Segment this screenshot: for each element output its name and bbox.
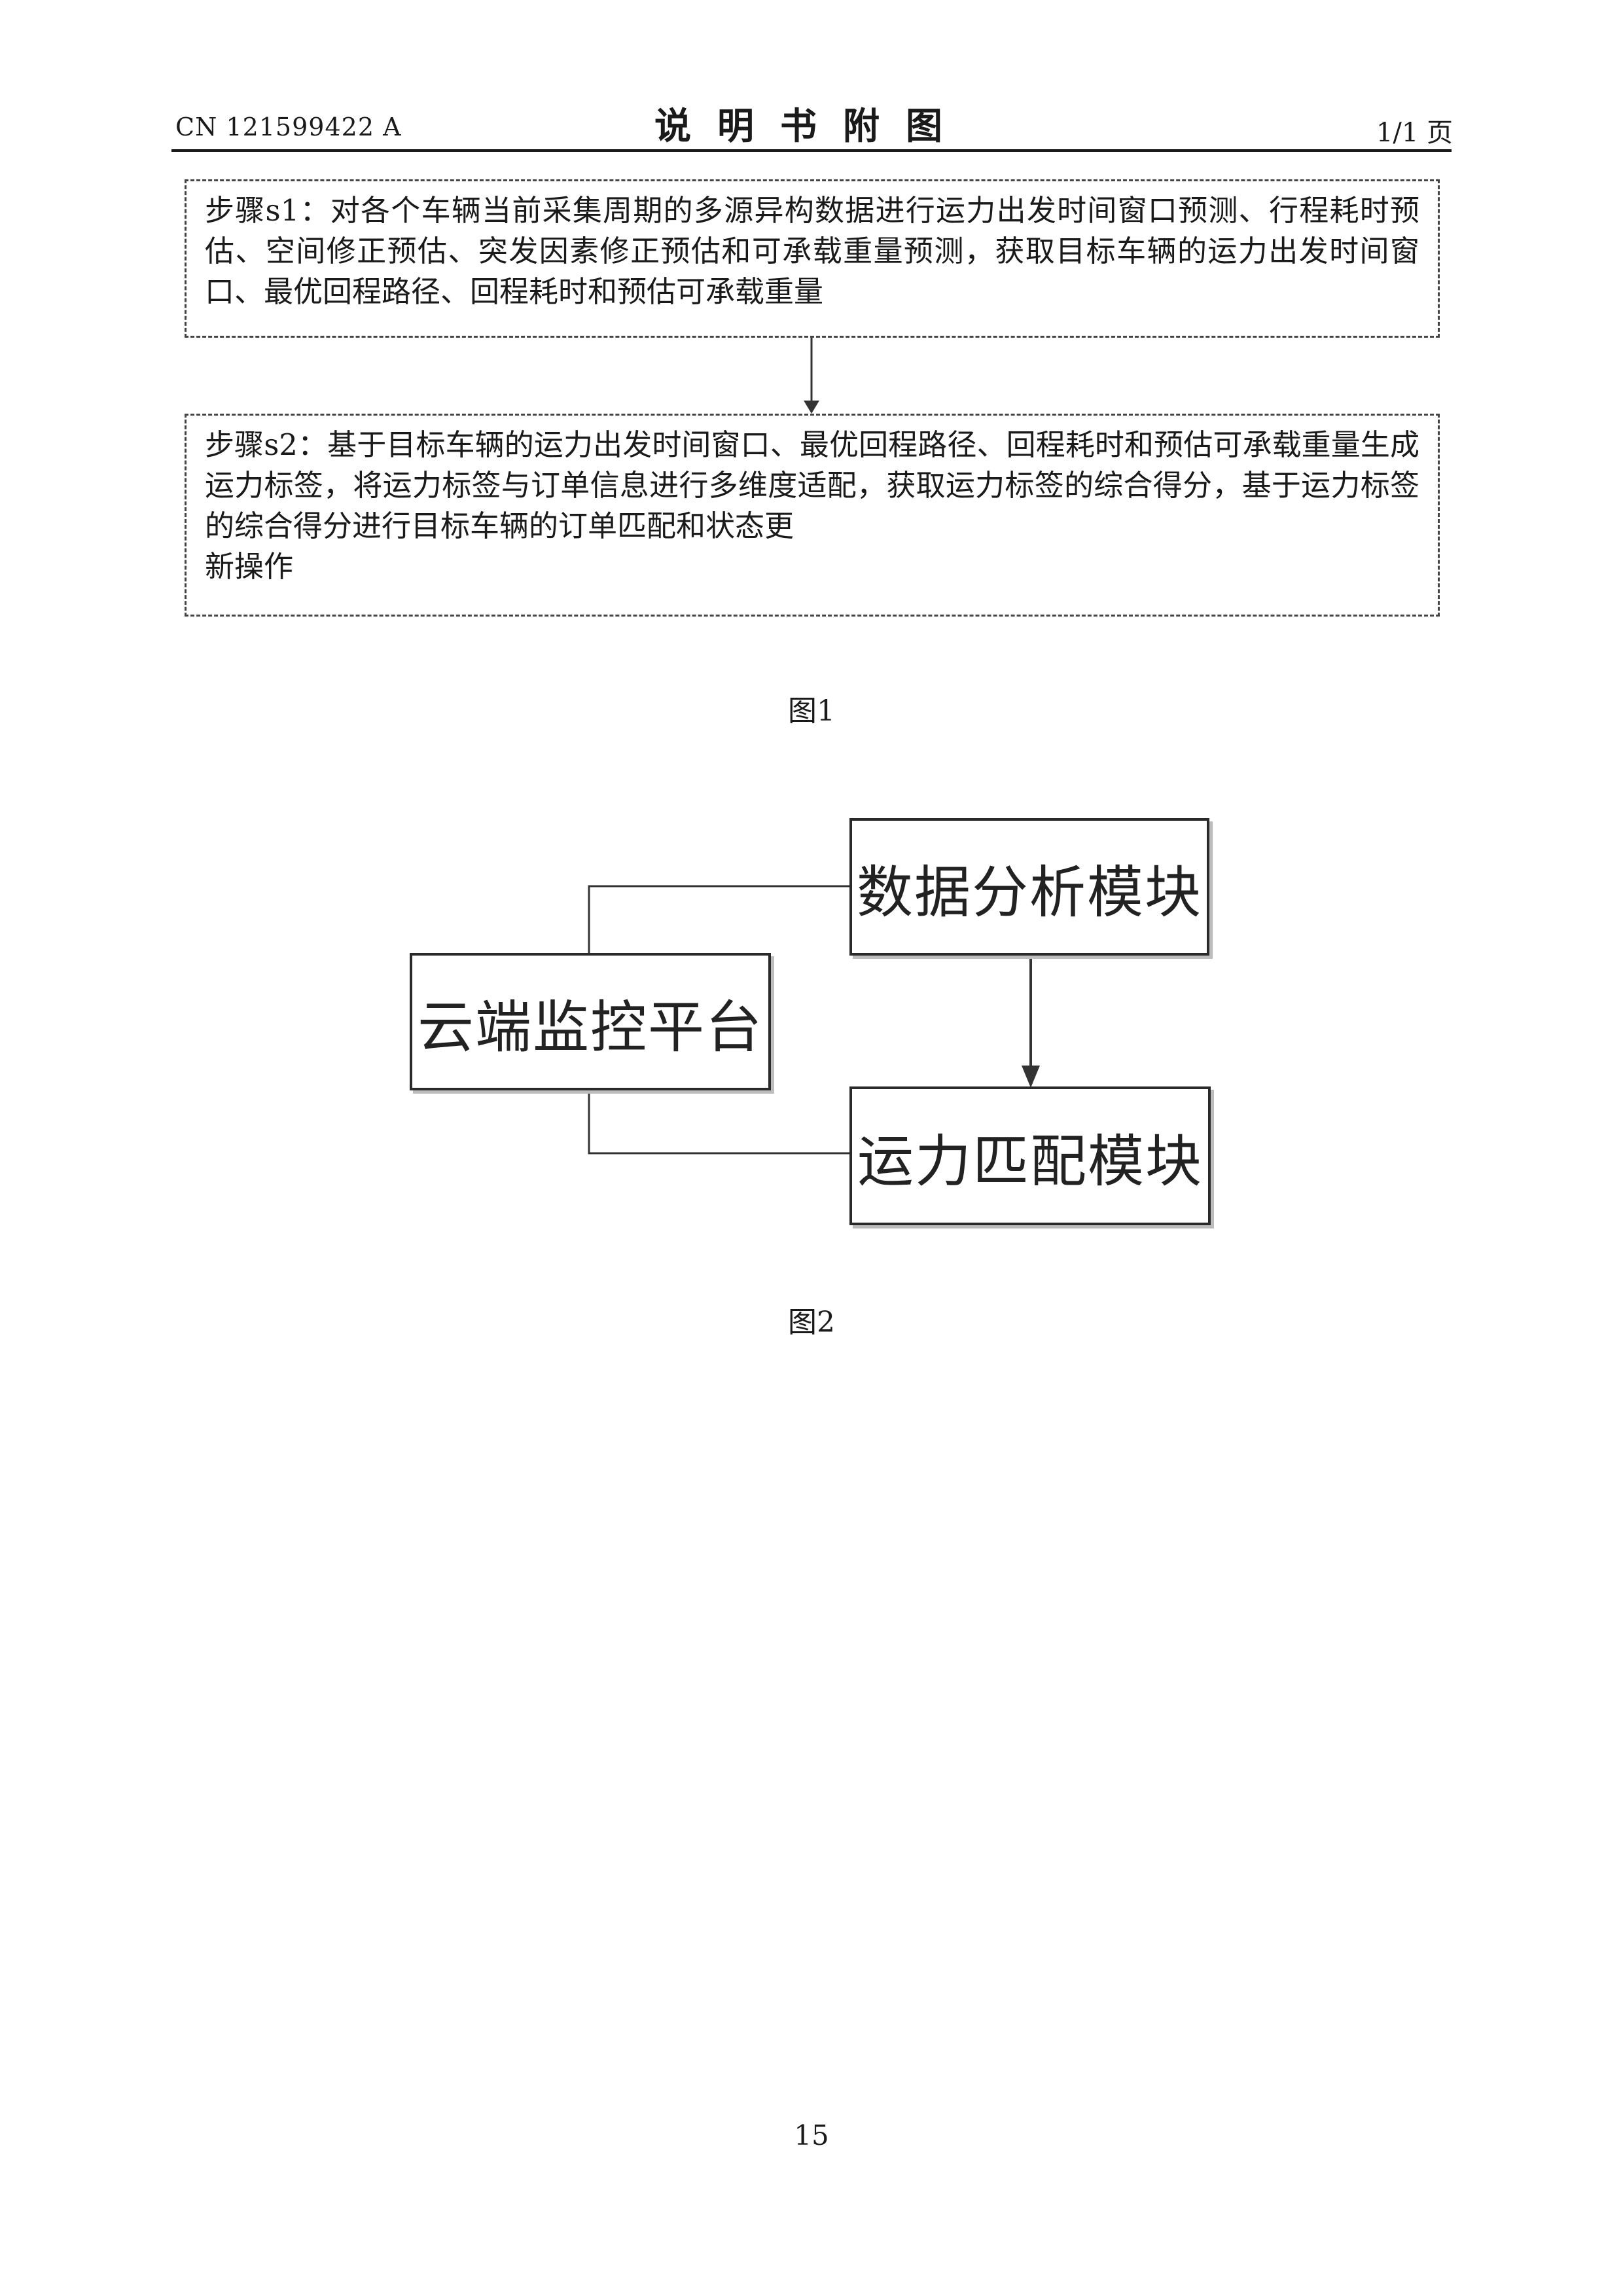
step-s2-text: 步骤s2：基于目标车辆的运力出发时间窗口、最优回程路径、回程耗时和预估可承载重量…: [205, 427, 1419, 543]
step-s2-text-last-line: 新操作: [205, 547, 1419, 587]
data-analysis-module-label: 数据分析模块: [857, 846, 1202, 928]
cloud-monitoring-platform-box: 云端监控平台: [410, 953, 771, 1090]
connector-platform-analysis: [589, 886, 849, 953]
figure1-caption: 图1: [0, 687, 1623, 729]
data-analysis-module-box: 数据分析模块: [849, 818, 1209, 956]
connector-platform-matching: [589, 1090, 849, 1153]
capacity-matching-module-label: 运力匹配模块: [857, 1115, 1203, 1197]
cloud-monitoring-platform-label: 云端监控平台: [418, 981, 763, 1063]
figure2-caption: 图2: [0, 1299, 1623, 1340]
capacity-matching-module-box: 运力匹配模块: [849, 1086, 1211, 1225]
step-s2-box: 步骤s2：基于目标车辆的运力出发时间窗口、最优回程路径、回程耗时和预估可承载重量…: [185, 414, 1440, 617]
page-number: 15: [0, 2119, 1623, 2151]
connector-arrow-head: [1022, 1066, 1040, 1088]
flow-arrow-head: [804, 401, 819, 414]
figure2-connectors: [0, 785, 1623, 1257]
